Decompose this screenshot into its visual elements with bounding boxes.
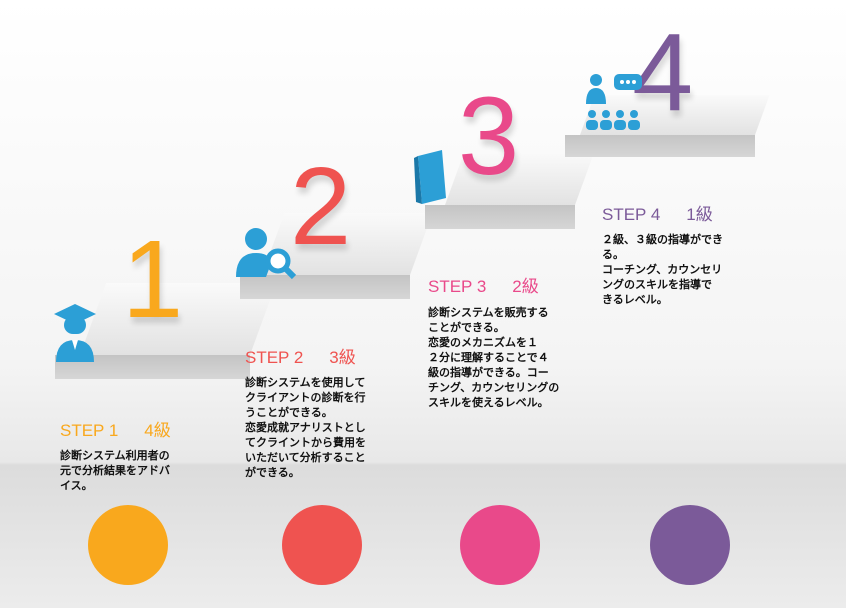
- desc-line: 級の指導ができる。コー: [428, 366, 549, 379]
- step-4-number: 4: [632, 11, 694, 134]
- desc-line: クライアントの診断を行: [245, 391, 366, 404]
- teacher-icon: [586, 74, 642, 130]
- step-3-platform: [425, 153, 594, 233]
- step-2-circle: [282, 505, 362, 585]
- book-icon: [414, 150, 446, 204]
- step-3-description: 診断システムを販売することができる。恋愛のメカニズムを１ ２分に理解することで４ 級…: [428, 305, 559, 410]
- desc-line: うことができる。: [245, 406, 333, 419]
- graduate-icon: [54, 304, 96, 362]
- step-4-heading: STEP 4 1級: [602, 200, 713, 225]
- step-2-heading: STEP 2 3級: [245, 343, 356, 368]
- desc-line: コーチング、カウンセリ: [602, 263, 723, 276]
- desc-line: きるレベル。: [602, 293, 668, 306]
- desc-line: ２級、３級の指導ができ: [602, 233, 723, 246]
- desc-line: ことができる。: [428, 321, 505, 334]
- step-3-number: 3: [458, 75, 520, 198]
- step-1-label: STEP 1: [60, 421, 119, 440]
- step-2-platform: [240, 213, 433, 303]
- step-2-number: 2: [290, 145, 352, 268]
- step-1-description: 診断システム利用者の元で分析結果をアドバイス。: [60, 448, 170, 493]
- desc-line: てクライントから費用を: [245, 436, 366, 449]
- desc-line: 診断システム利用者の: [60, 449, 170, 462]
- desc-line: 診断システムを使用して: [245, 376, 366, 389]
- step-4-label: STEP 4: [602, 205, 661, 224]
- step-1-circle: [88, 505, 168, 585]
- step-2-label: STEP 2: [245, 348, 304, 367]
- step-1-heading: STEP 1 4級: [60, 416, 171, 441]
- desc-line: ングのスキルを指導で: [602, 278, 712, 291]
- desc-line: る。: [602, 248, 624, 261]
- desc-line: スキルを使えるレベル。: [428, 396, 549, 409]
- step-1-grade: 4級: [144, 421, 171, 440]
- desc-line: イス。: [60, 479, 93, 492]
- desc-line: ができる。: [245, 466, 300, 479]
- step-4-circle: [650, 505, 730, 585]
- desc-line: 診断システムを販売する: [428, 306, 549, 319]
- desc-line: 元で分析結果をアドバ: [60, 464, 170, 477]
- desc-line: 恋愛のメカニズムを１: [428, 336, 538, 349]
- step-1-number: 1: [122, 218, 184, 341]
- step-4-description: ２級、３級の指導ができる。コーチング、カウンセリングのスキルを指導できるレベル。: [602, 232, 723, 307]
- step-2-description: 診断システムを使用してクライアントの診断を行うことができる。恋愛成就アナリストと…: [245, 375, 366, 480]
- desc-line: チング、カウンセリングの: [428, 381, 560, 394]
- step-4-platform: [565, 95, 770, 161]
- step-3-label: STEP 3: [428, 277, 487, 296]
- step-3-grade: 2級: [512, 277, 539, 296]
- desc-line: ２分に理解することで４: [428, 351, 549, 364]
- step-4-grade: 1級: [686, 205, 713, 224]
- step-3-circle: [460, 505, 540, 585]
- step-2-grade: 3級: [329, 348, 356, 367]
- desc-line: いただいて分析すること: [245, 451, 366, 464]
- user-search-icon: [236, 228, 297, 280]
- step-3-heading: STEP 3 2級: [428, 272, 539, 297]
- desc-line: 恋愛成就アナリストとし: [245, 421, 366, 434]
